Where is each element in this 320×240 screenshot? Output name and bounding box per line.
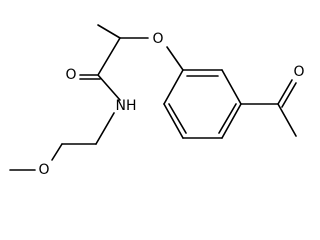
ring-bond-3 [221,103,242,139]
amide-nitrogen-label: NH [116,98,137,114]
ether-oxygen-label: O [152,31,163,47]
bond-ch-carbonyl [97,37,121,76]
ketone-oxygen-label: O [293,64,304,80]
ring-bond-2 [221,69,242,105]
ring-inner-bond-3 [168,103,187,134]
bond-ketone-o-1 [277,79,293,105]
bond-ether-o-ring [166,46,184,71]
bond-n-ch2 [95,112,115,145]
bond-ketone-o-2 [281,82,297,108]
bond-methyl-ch [97,24,121,39]
ring-bond-5 [163,103,184,139]
bond-carbonyl-n [97,74,121,101]
ring-bond-6 [163,69,184,105]
ring-inner-bond-2 [218,103,237,134]
methoxy-oxygen-label: O [38,162,49,178]
amide-oxygen-label: O [65,67,76,83]
bond-acetyl-methyl [277,103,297,137]
molecule-structure: O O NH O O [9,24,305,178]
bond-ch2-methoxy-o [51,143,63,161]
